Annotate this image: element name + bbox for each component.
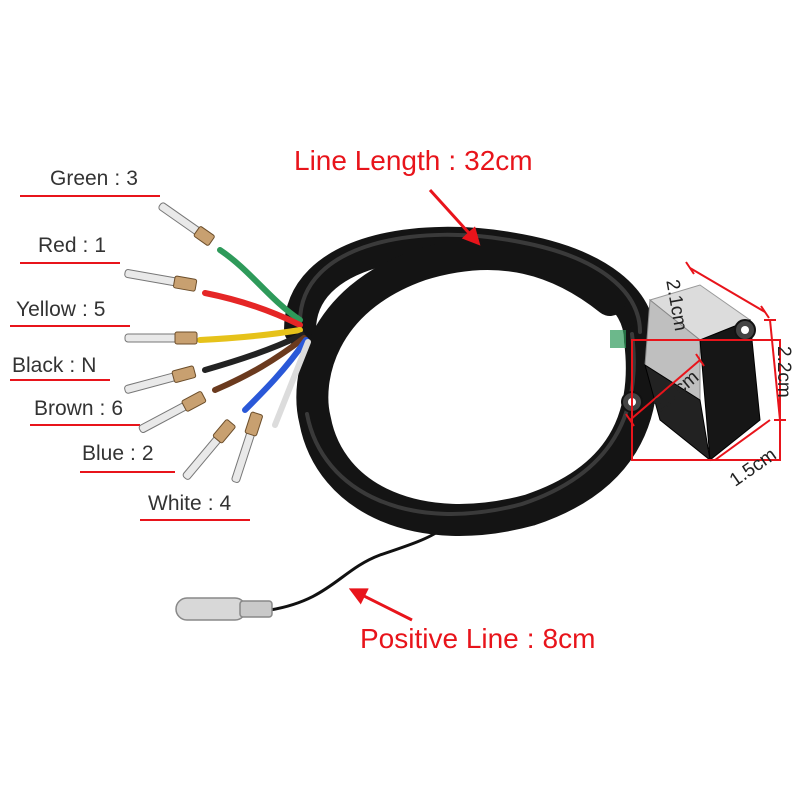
wire-label-black: Black:N [12,354,96,378]
positive-line-arrow [348,588,413,622]
wire-label-red-sep: : [82,234,89,257]
line-length-callout: Line Length:32cm [294,145,533,177]
wire-label-green-name: Green [50,167,109,190]
terminal-red [124,269,198,292]
wire-label-green: Green:3 [50,167,138,191]
positive-line-callout: Positive Line:8cm [360,623,595,655]
terminal-white [231,411,263,483]
wire-label-yellow-name: Yellow [16,298,76,321]
wire-yellow [197,327,303,343]
positive-line-value: 8cm [542,623,596,654]
wire-label-red-pin: 1 [94,234,107,257]
wire-label-yellow-pin: 5 [93,298,106,321]
wire-label-blue-sep: : [130,442,136,465]
wire-label-black-pin: N [81,354,97,377]
wire-label-white-sep: : [207,492,214,515]
wire-green [217,247,303,323]
wire-label-yellow-sep: : [81,298,88,321]
wire-label-green-sep: : [114,167,121,190]
dimension-right-height: 2.2cm [773,346,794,398]
wire-black [202,332,305,373]
terminal-yellow [124,331,198,345]
wire-label-yellow: Yellow:5 [16,298,105,322]
terminal-black [124,365,197,394]
colored-wires [197,247,311,428]
wire-label-green-pin: 3 [126,167,138,190]
positive-line-sep: : [526,623,535,654]
wire-label-blue-pin: 2 [141,442,154,465]
wire-label-white-name: White [148,492,202,515]
line-length-sep: : [448,145,457,176]
line-length-value: 32cm [464,145,533,176]
wire-red [202,290,303,328]
wire-label-blue: Blue:2 [82,442,154,466]
wire-label-white: White:4 [148,492,231,516]
terminal-blue [182,419,236,480]
positive-wire [269,528,441,612]
terminal-brown [138,391,207,433]
label-underlines [10,195,250,521]
wire-blue [242,337,309,413]
wire-white [272,339,311,428]
line-length-arrow [428,188,481,246]
positive-line-label: Positive Line [360,623,519,654]
wire-label-blue-name: Blue [82,442,125,465]
wire-label-brown-name: Brown [34,397,94,420]
dimension-lines [625,261,786,461]
terminal-connectors [124,202,263,483]
wire-label-black-sep: : [69,354,76,377]
wire-label-white-pin: 4 [219,492,232,515]
line-length-label: Line Length [294,145,441,176]
wire-label-brown-pin: 6 [111,397,124,420]
main-cable-loop [284,226,658,536]
bullet-connector [175,597,273,621]
wire-brown [212,335,307,393]
wire-label-red: Red:1 [38,234,106,258]
wire-label-red-name: Red [38,234,77,257]
wire-label-brown-sep: : [99,397,106,420]
terminal-green [158,202,215,246]
wire-label-brown: Brown:6 [34,397,123,421]
wire-label-black-name: Black [12,354,64,377]
